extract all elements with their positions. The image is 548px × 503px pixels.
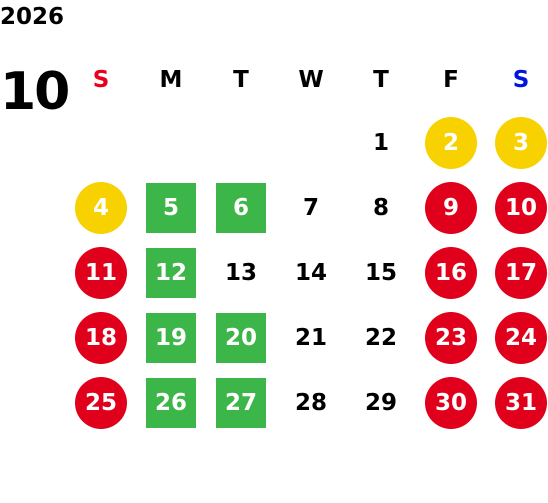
calendar-year: 2026 [0,4,65,30]
day-plain: 1 [372,129,389,156]
weekday-header: T [233,67,249,93]
day-plain: 28 [294,389,327,416]
day-holiday: 23 [425,311,477,364]
day-plain: 22 [364,324,397,351]
day-cell[interactable]: 14 [276,240,346,305]
day-plain: 7 [302,194,319,221]
calendar-month: 10 [0,62,70,122]
day-plain: 13 [224,259,257,286]
day-cell[interactable]: 19 [136,305,206,370]
day-plain: 15 [364,259,397,286]
day-cell[interactable]: 5 [136,175,206,240]
day-cell[interactable]: 16 [416,240,486,305]
day-plain: 14 [294,259,327,286]
day-event: 6 [216,182,266,233]
empty-day-cell [66,110,136,175]
day-cell[interactable]: 15 [346,240,416,305]
day-cell[interactable]: 18 [66,305,136,370]
day-cell[interactable]: 28 [276,370,346,435]
day-event: 19 [146,312,196,363]
weekday-header: S [512,67,530,93]
day-holiday: 11 [75,246,127,299]
day-cell[interactable]: 7 [276,175,346,240]
day-cell[interactable]: 25 [66,370,136,435]
day-cell[interactable]: 8 [346,175,416,240]
day-plain: 8 [372,194,389,221]
weekday-header: W [298,67,324,93]
day-cell[interactable]: 21 [276,305,346,370]
day-cell[interactable]: 20 [206,305,276,370]
weekday-header: F [443,67,459,93]
day-cell[interactable]: 23 [416,305,486,370]
day-cell[interactable]: 12 [136,240,206,305]
day-holiday: 17 [495,246,547,299]
day-cell[interactable]: 9 [416,175,486,240]
day-cell[interactable]: 26 [136,370,206,435]
day-event: 12 [146,247,196,298]
day-cell[interactable]: 3 [486,110,548,175]
day-special: 2 [425,116,477,169]
day-cell[interactable]: 27 [206,370,276,435]
day-cell[interactable]: 11 [66,240,136,305]
day-cell[interactable]: 6 [206,175,276,240]
day-holiday: 24 [495,311,547,364]
day-event: 20 [216,312,266,363]
day-holiday: 31 [495,376,547,429]
day-plain: 29 [364,389,397,416]
day-event: 27 [216,377,266,428]
day-cell[interactable]: 29 [346,370,416,435]
day-event: 5 [146,182,196,233]
day-cell[interactable]: 30 [416,370,486,435]
day-cell[interactable]: 4 [66,175,136,240]
weekday-header: M [159,67,183,93]
day-cell[interactable]: 24 [486,305,548,370]
day-holiday: 9 [425,181,477,234]
empty-day-cell [276,110,346,175]
day-cell[interactable]: 22 [346,305,416,370]
empty-day-cell [206,110,276,175]
weekday-header: S [92,67,110,93]
day-cell[interactable]: 10 [486,175,548,240]
day-special: 3 [495,116,547,169]
day-cell[interactable]: 2 [416,110,486,175]
day-special: 4 [75,181,127,234]
day-plain: 21 [294,324,327,351]
day-holiday: 18 [75,311,127,364]
empty-day-cell [136,110,206,175]
day-cell[interactable]: 1 [346,110,416,175]
day-cell[interactable]: 17 [486,240,548,305]
day-holiday: 10 [495,181,547,234]
day-event: 26 [146,377,196,428]
day-cell[interactable]: 31 [486,370,548,435]
day-holiday: 30 [425,376,477,429]
day-holiday: 25 [75,376,127,429]
weekday-header: T [373,67,389,93]
day-cell[interactable]: 13 [206,240,276,305]
day-holiday: 16 [425,246,477,299]
